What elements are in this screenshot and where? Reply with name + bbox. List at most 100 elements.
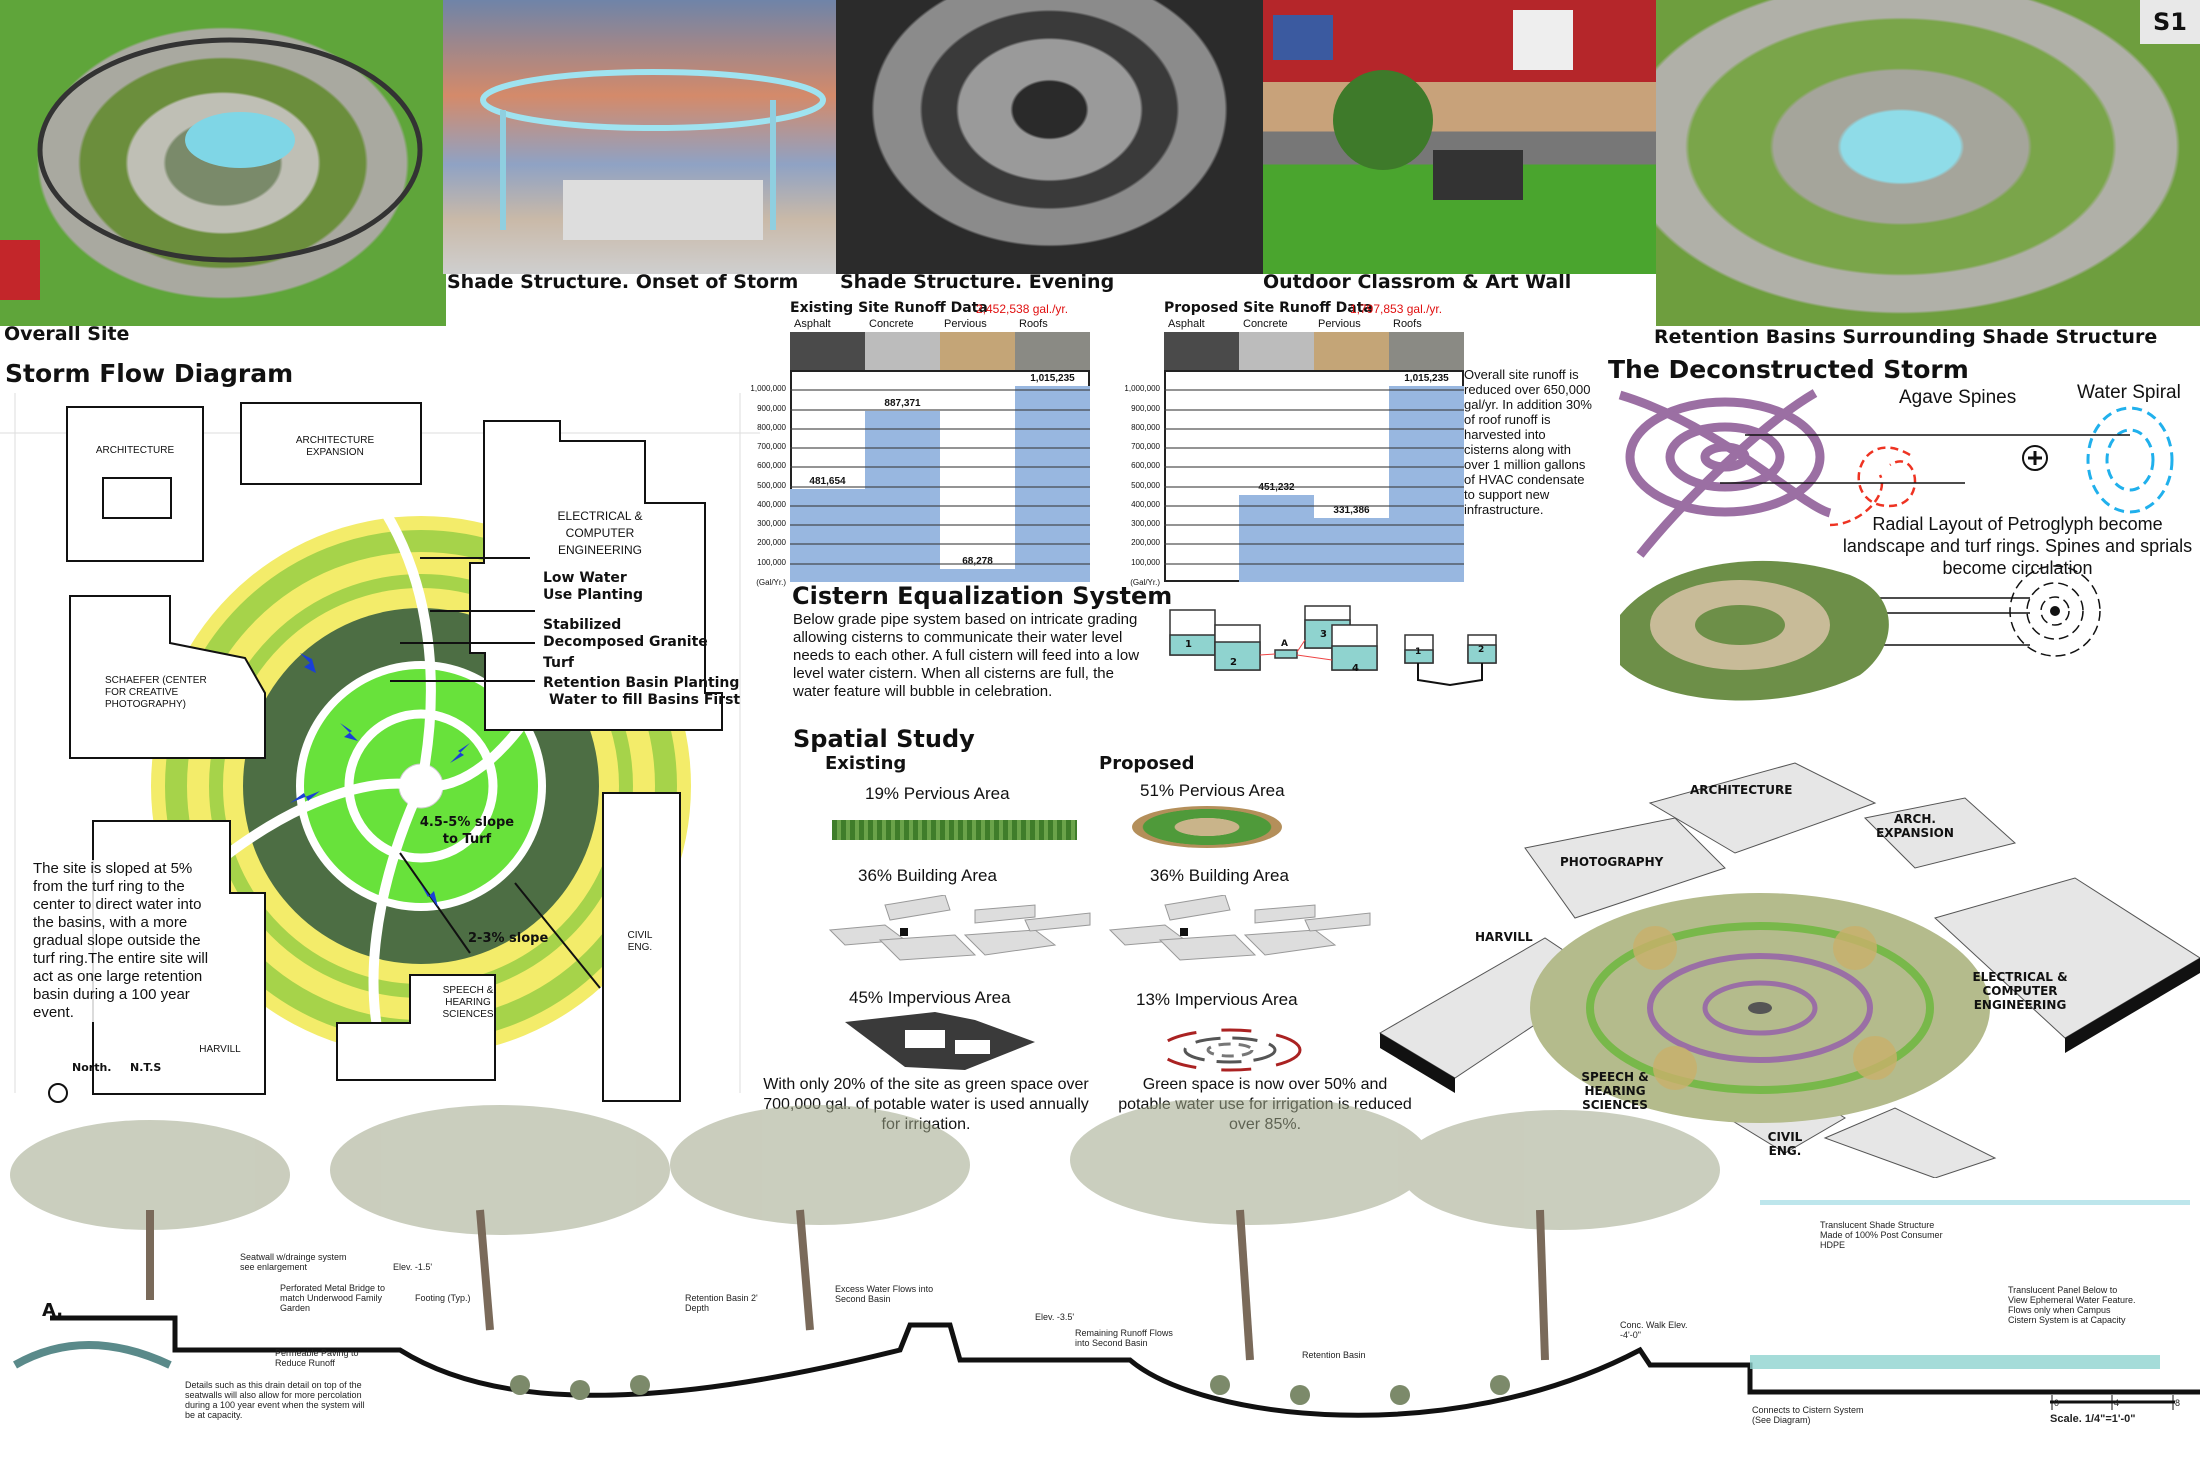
axon-speech: SPEECH & HEARING SCIENCES (1581, 1070, 1649, 1112)
label-ece: ELECTRICAL & COMPUTER ENGINEERING (557, 509, 643, 557)
legend-turf: Turf (543, 655, 574, 671)
gridline (1164, 427, 1464, 430)
chart-title: Proposed Site Runoff Data (1164, 300, 1373, 316)
y-tick-label: 600,000 (1131, 461, 1160, 471)
y-tick-label: 100,000 (1131, 557, 1160, 567)
material-label-pervious: Pervious (944, 318, 987, 330)
bar-value-label: 887,371 (884, 397, 921, 409)
bar-value-label: 481,654 (809, 476, 846, 488)
slope-outer-label: 2-3% slope (468, 931, 549, 946)
note-seatwall: Seatwall w/drainge system see enlargemen… (240, 1252, 347, 1272)
site-render-image (0, 37, 423, 300)
chart-bar (1239, 495, 1314, 582)
spatial-existing-label: Existing (825, 753, 907, 774)
proposed-impervious: 13% Impervious Area (1136, 990, 1298, 1009)
label-speech: SPEECH & HEARING SCIENCES (442, 985, 494, 1020)
axon-civil: CIVIL ENG. (1767, 1130, 1803, 1158)
axon-arch-expansion: ARCH. EXPANSION (1876, 812, 1954, 840)
storm-flow-site-plan (0, 393, 760, 1103)
material-swatch-pervious (940, 332, 1015, 370)
material-label-concrete: Concrete (1243, 318, 1288, 330)
legend-low-water-planting: Low Water Use Planting (543, 570, 644, 603)
material-label-roofs: Roofs (1019, 318, 1048, 330)
legend-retention-basin: Retention Basin Planting (543, 675, 740, 691)
gridline (790, 562, 1090, 565)
y-tick-label: 300,000 (757, 519, 786, 529)
y-tick-label: 200,000 (1131, 538, 1160, 548)
gridline (790, 466, 1090, 469)
cistern-tank-2: 2 (1230, 657, 1237, 668)
material-swatch-pervious (1314, 332, 1389, 370)
chart-title: Existing Site Runoff Data (790, 300, 988, 316)
bar-value-label: 1,015,235 (1030, 373, 1075, 385)
gridline (790, 447, 1090, 450)
y-tick-label: 1,000,000 (750, 384, 786, 394)
proposed-pervious: 51% Pervious Area (1140, 781, 1285, 800)
runoff-note: Overall site runoff is reduced over 650,… (1464, 367, 1592, 517)
photo-retention-basins: S1 (1656, 0, 2200, 326)
spatial-title: Spatial Study (793, 725, 975, 753)
site-section (10, 1100, 2200, 1418)
existing-pervious: 19% Pervious Area (865, 784, 1010, 803)
note-shade-structure: Translucent Shade Structure Made of 100%… (1820, 1220, 1943, 1250)
note-permeable-paving: Permeable Paving to Reduce Runoff (275, 1348, 359, 1368)
material-label-asphalt: Asphalt (794, 318, 831, 330)
plus-icon (2022, 445, 2048, 471)
note-drain-detail: Details such as this drain detail on top… (185, 1380, 365, 1420)
art-wall-image (1273, 10, 1573, 200)
chart-total: 2,452,538 gal./yr. (976, 302, 1069, 316)
storm-flow-description: The site is sloped at 5% from the turf r… (33, 860, 213, 1022)
photo-shade-onset-of-storm (443, 0, 838, 274)
y-tick-label: 700,000 (1131, 442, 1160, 452)
proposed-building: 36% Building Area (1150, 866, 1289, 885)
cistern-body: Below grade pipe system based on intrica… (793, 611, 1140, 700)
chart-bar (790, 489, 865, 582)
building-arch-expansion (240, 402, 422, 485)
gridline (790, 408, 1090, 411)
note-remaining-runoff: Remaining Runoff Flows into Second Basin (1075, 1328, 1173, 1348)
chart-bar (865, 410, 940, 582)
caption-shade-onset: Shade Structure. Onset of Storm (447, 271, 799, 293)
label-schaefer: SCHAEFER (CENTER FOR CREATIVE PHOTOGRAPH… (105, 675, 207, 710)
scale-tick-0: 0 (2054, 1398, 2060, 1408)
cistern-pair-2: 2 (1478, 645, 1485, 655)
bar-value-label: 331,386 (1333, 505, 1370, 517)
translucent-panel (1750, 1355, 2160, 1369)
north-label: North. (72, 1061, 112, 1074)
building-speech (336, 974, 496, 1081)
note-excess-water: Excess Water Flows into Second Basin (835, 1284, 934, 1304)
note-retention-basin: Retention Basin (1302, 1350, 1366, 1360)
cistern-diagram (1169, 605, 1497, 687)
chart-bar (1015, 386, 1090, 582)
gridline (1164, 447, 1464, 450)
scale-tick-4: 4 (2114, 1398, 2120, 1408)
cistern-valve-a: A (1281, 639, 1288, 649)
deconstructed-title: The Deconstructed Storm (1608, 355, 1969, 384)
y-tick-label: 900,000 (757, 403, 786, 413)
note-footing: Footing (Typ.) (415, 1293, 471, 1303)
y-tick-label: 400,000 (757, 499, 786, 509)
y-axis-unit: (Gal/Yr.) (1130, 578, 1160, 587)
y-tick-label: 500,000 (1131, 480, 1160, 490)
cistern-pair-1: 1 (1415, 647, 1422, 657)
caption-overall-site: Overall Site (4, 323, 130, 345)
legend-water-fill: Water to fill Basins First (549, 692, 741, 708)
note-translucent-panel: Translucent Panel Below to View Ephemera… (2008, 1285, 2136, 1325)
scale-tick-8: 8 (2175, 1398, 2181, 1408)
material-swatch-roofs (1389, 332, 1464, 370)
building-ece (469, 420, 723, 731)
note-elev-1-5: Elev. -1.5' (393, 1262, 433, 1272)
material-swatch-concrete (1239, 332, 1314, 370)
label-harvill: HARVILL (199, 1044, 241, 1055)
deconstructed-diagram (1618, 389, 2174, 701)
spatial-proposed-label: Proposed (1099, 753, 1195, 774)
y-tick-label: 800,000 (757, 422, 786, 432)
gridline (1164, 408, 1464, 411)
chart-bar (1314, 518, 1389, 582)
gridline (790, 504, 1090, 507)
note-retention-basin-depth: Retention Basin 2' Depth (685, 1293, 758, 1313)
water-spiral-label: Water Spiral (2077, 382, 2181, 403)
label-architecture: ARCHITECTURE (95, 445, 175, 456)
caption-retention-basins: Retention Basins Surrounding Shade Struc… (1654, 326, 2158, 348)
